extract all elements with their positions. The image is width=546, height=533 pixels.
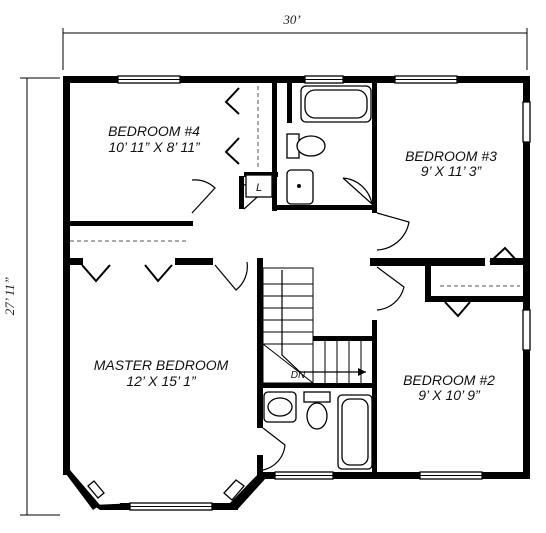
interior-walls [63,83,523,475]
closets [70,86,520,318]
bedroom3-size: 9’ X 11’ 3” [421,163,483,179]
windows [87,75,531,511]
width-label: 30’ [282,12,300,27]
staircase: DN [262,267,366,384]
room-labels: BEDROOM #4 10’ 11” X 8’ 11” BEDROOM #3 9… [94,123,497,403]
depth-label: 27’ 11” [2,277,17,315]
width-dimension: 30’ [62,12,528,70]
bathroom-fixtures [263,85,373,470]
linen-label: L [256,182,262,194]
stair-down-label: DN [291,370,306,381]
bedroom3-name: BEDROOM #3 [405,148,497,164]
toilet-2 [303,391,331,403]
bedroom2-size: 9’ X 10’ 9” [418,387,481,403]
linen-closet: L [245,174,273,198]
bedroom2-name: BEDROOM #2 [403,372,495,388]
master-bedroom-name: MASTER BEDROOM [94,357,229,373]
bedroom4-size: 10’ 11” X 8’ 11” [108,139,201,155]
depth-dimension: 27’ 11” [2,77,60,516]
bedroom4-name: BEDROOM #4 [108,123,200,139]
master-bedroom-size: 12’ X 15’ 1” [126,373,197,389]
